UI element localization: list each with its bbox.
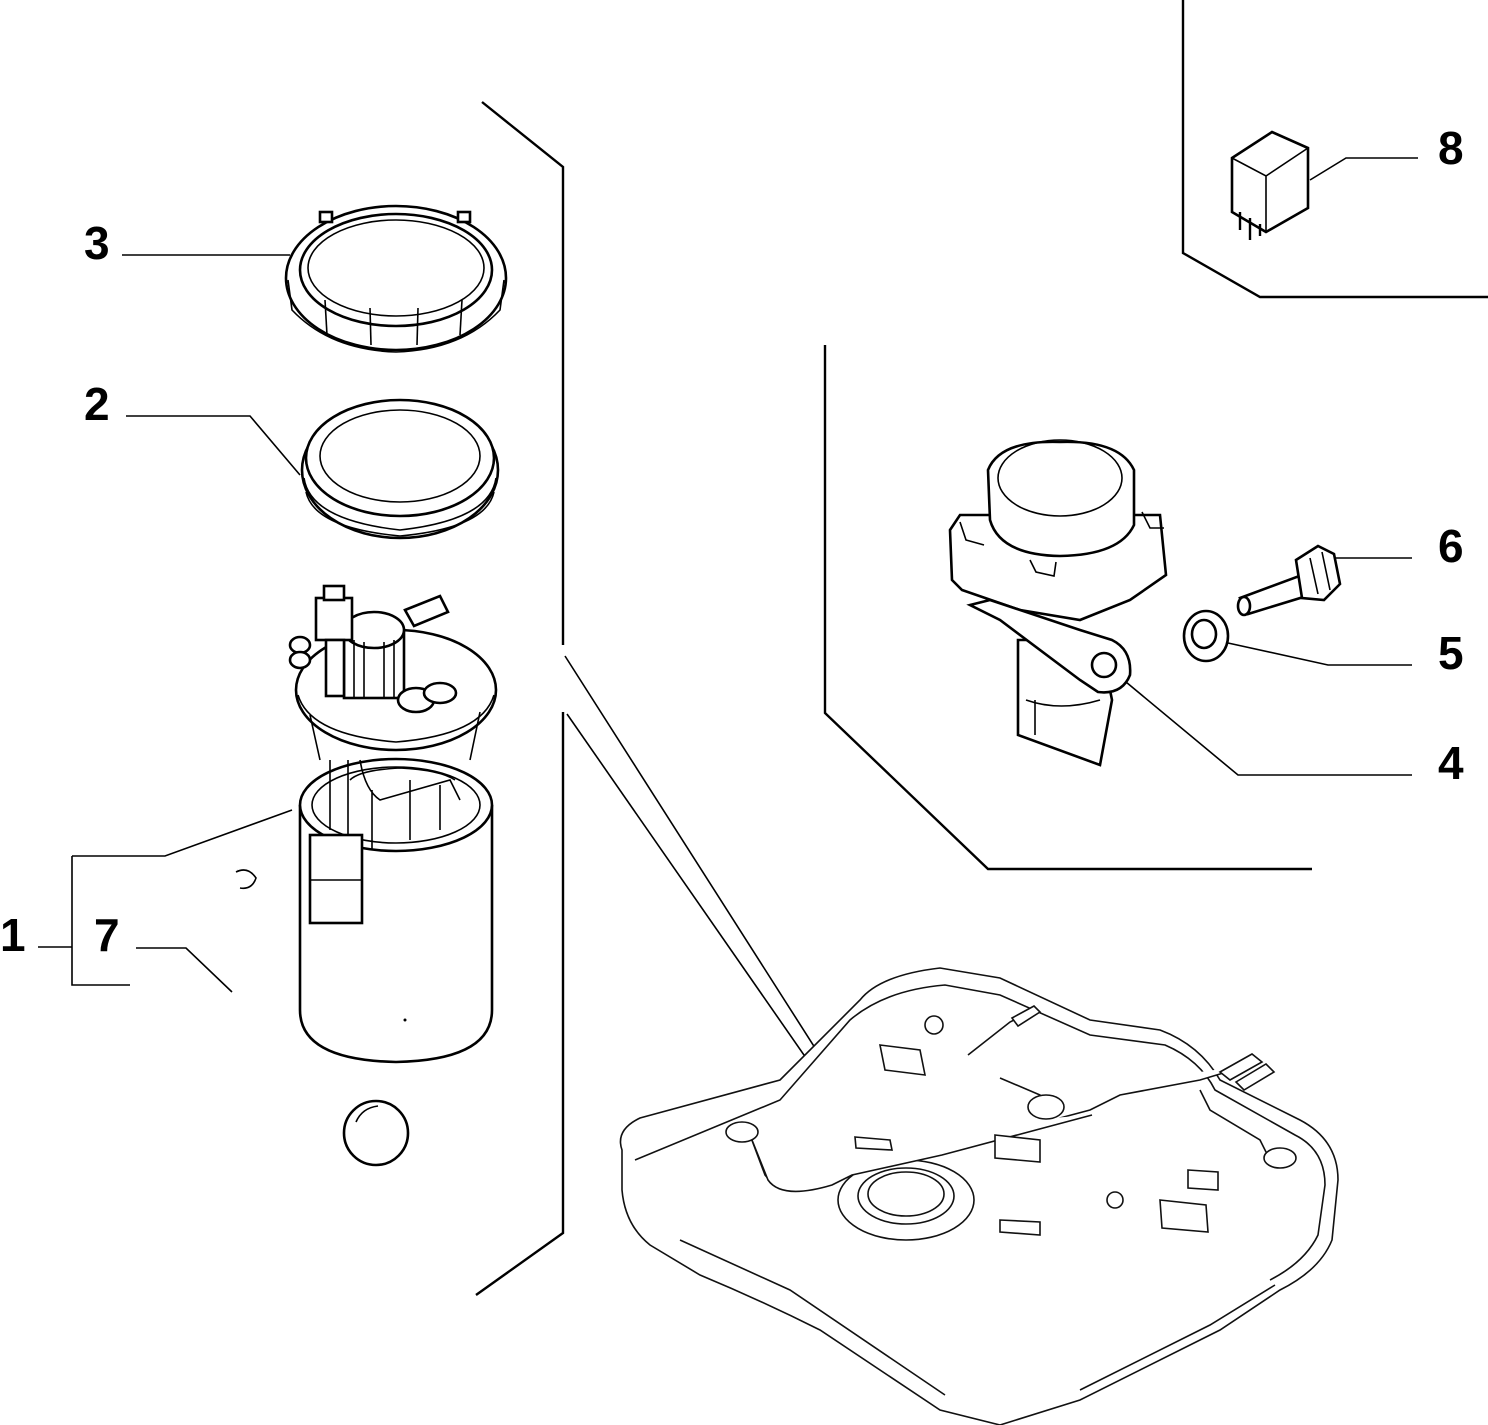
fuel-tank-part [619, 967, 1339, 1425]
callout-8: 8 [1438, 122, 1464, 174]
callout-7: 7 [94, 909, 120, 961]
relay-group-frame [1181, 0, 1488, 299]
washer-part [1182, 609, 1230, 663]
callout-6: 6 [1438, 520, 1464, 572]
lock-ring-part [284, 204, 508, 353]
fuel-pump-assembly-part [288, 584, 498, 1064]
leader-lines [38, 157, 1418, 993]
callout-4: 4 [1438, 737, 1464, 789]
fuel-level-sender-part [226, 869, 410, 1167]
callout-1: 1 [0, 909, 26, 961]
callout-5: 5 [1438, 627, 1464, 679]
gasket-part [300, 398, 500, 540]
callout-3: 3 [84, 217, 110, 269]
bolt-part [1236, 544, 1342, 617]
callout-2: 2 [84, 378, 110, 430]
fuel-filter-part [948, 439, 1168, 767]
relay-part [1230, 130, 1310, 240]
filter-group-frame [823, 345, 1312, 871]
